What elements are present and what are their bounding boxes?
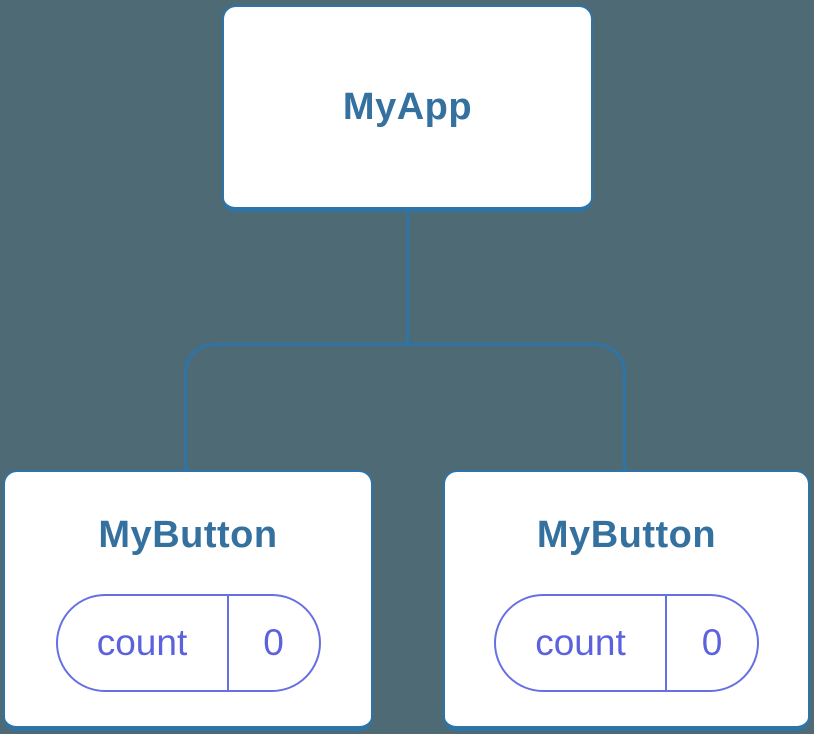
child-node-label: MyButton — [98, 514, 278, 556]
connector-parent-stem — [406, 212, 409, 345]
state-value: 0 — [701, 622, 723, 663]
root-node-myapp: MyApp — [222, 5, 593, 212]
child-node-mybutton-left: MyButton count 0 — [3, 470, 373, 731]
state-name: count — [58, 596, 229, 690]
state-name: count — [496, 596, 667, 690]
child-node-label: MyButton — [536, 514, 717, 556]
state-pill: count 0 — [494, 594, 759, 692]
connector-branch-bracket — [184, 343, 626, 471]
child-node-mybutton-right: MyButton count 0 — [443, 470, 810, 731]
state-pill: count 0 — [55, 594, 321, 692]
root-node-label: MyApp — [342, 86, 473, 128]
state-value: 0 — [263, 622, 284, 663]
